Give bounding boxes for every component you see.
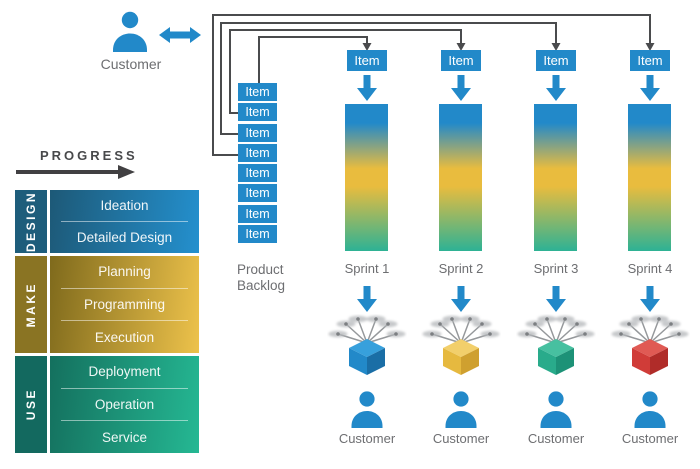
phase-make-rows: Planning Programming Execution xyxy=(50,256,199,353)
sprint-item-box: Item xyxy=(630,50,670,71)
connector-item1-sprint1 xyxy=(258,36,368,83)
delivery-drone-icon xyxy=(422,315,500,375)
down-arrow-icon xyxy=(640,286,660,312)
sprint-column-4: Item Sprint 4 xyxy=(610,0,690,469)
customer-icon xyxy=(113,11,147,52)
row-separator xyxy=(61,221,188,222)
sprint-customer-label: Customer xyxy=(527,431,585,446)
sprint-item-box: Item xyxy=(441,50,481,71)
cube-right-face xyxy=(461,348,479,375)
phase-use-label-text: USE xyxy=(24,388,38,421)
customer-icon xyxy=(445,391,477,428)
row-separator xyxy=(61,287,188,289)
cube-right-face xyxy=(650,348,668,375)
phase-row: Detailed Design xyxy=(76,230,173,245)
phase-row: Programming xyxy=(83,297,166,312)
sprint-name: Sprint 1 xyxy=(344,261,390,276)
sprint-gradient-bar xyxy=(534,104,577,251)
product-backlog-label: Product Backlog xyxy=(237,262,317,294)
cube-left-face xyxy=(349,348,367,375)
down-arrow-icon xyxy=(546,286,566,312)
cube-left-face xyxy=(632,348,650,375)
phase-row: Execution xyxy=(94,329,155,345)
phase-design: DESIGN Ideation Detailed Design xyxy=(15,190,199,253)
sprint-name: Sprint 2 xyxy=(438,261,484,276)
backlog-item: Item xyxy=(238,225,277,244)
sprint-name: Sprint 4 xyxy=(627,261,673,276)
sprint-gradient-bar xyxy=(345,104,388,251)
customer-icon xyxy=(540,391,572,428)
sprint-gradient-bar xyxy=(628,104,671,251)
backlog-item: Item xyxy=(238,204,277,223)
backlog-item: Item xyxy=(238,103,277,122)
backlog-item: Item xyxy=(238,83,277,101)
progress-label: PROGRESS xyxy=(40,148,138,163)
backlog-item: Item xyxy=(238,164,277,183)
customer-icon xyxy=(634,391,666,428)
phase-make: MAKE Planning Programming Execution xyxy=(15,256,199,353)
down-arrow-icon xyxy=(640,75,660,101)
arrowhead-sprint3 xyxy=(551,43,561,51)
bidirectional-arrow-icon xyxy=(159,27,201,43)
backlog-item: Item xyxy=(238,184,277,203)
product-backlog: Item Item Item Item Item Item Item Item xyxy=(238,83,278,245)
arrowhead-sprint2 xyxy=(456,43,466,51)
product-backlog-label-line1: Product xyxy=(237,262,284,277)
phase-row: Operation xyxy=(94,397,155,412)
delivery-drone-icon xyxy=(517,315,595,375)
sprint-name: Sprint 3 xyxy=(533,261,579,276)
sprint-customer-label: Customer xyxy=(621,431,679,446)
cube-left-face xyxy=(538,348,556,375)
progress-arrow-icon xyxy=(16,165,135,179)
sprint-item-box: Item xyxy=(347,50,387,71)
phase-design-label-text: DESIGN xyxy=(24,190,38,252)
delivery-drone-icon xyxy=(611,315,689,375)
cube-right-face xyxy=(367,348,385,375)
phase-use-rows: Deployment Operation Service xyxy=(50,356,199,453)
phase-design-rows: Ideation Detailed Design xyxy=(50,190,199,253)
sprint-column-1: Item Sprint 1 xyxy=(327,0,407,469)
down-arrow-icon xyxy=(546,75,566,101)
phase-row: Planning xyxy=(98,264,151,280)
sprint-customer-label: Customer xyxy=(432,431,490,446)
down-arrow-icon xyxy=(357,75,377,101)
phase-use-label: USE xyxy=(15,356,47,453)
sprint-customer-label: Customer xyxy=(338,431,396,446)
row-separator xyxy=(61,320,188,322)
down-arrow-icon xyxy=(357,286,377,312)
sprint-gradient-bar xyxy=(439,104,482,251)
sprint-item-box: Item xyxy=(536,50,576,71)
top-customer-label: Customer xyxy=(100,56,162,72)
down-arrow-icon xyxy=(451,75,471,101)
cube-left-face xyxy=(443,348,461,375)
backlog-item: Item xyxy=(238,143,277,162)
sprint-column-2: Item Sprint 2 xyxy=(421,0,501,469)
row-separator xyxy=(61,420,188,422)
down-arrow-icon xyxy=(451,286,471,312)
phase-use: USE Deployment Operation Service xyxy=(15,356,199,453)
delivery-drone-icon xyxy=(328,315,406,375)
product-backlog-label-line2: Backlog xyxy=(237,278,286,293)
cube-right-face xyxy=(556,348,574,375)
phase-design-label: DESIGN xyxy=(15,190,47,253)
sprint-column-3: Item Sprint 3 xyxy=(516,0,596,469)
arrowhead-sprint1 xyxy=(362,43,372,51)
phase-row: Deployment xyxy=(88,364,161,380)
connector-item4-sprint4 xyxy=(212,14,651,156)
phase-make-label: MAKE xyxy=(15,256,47,353)
phase-table: DESIGN Ideation Detailed Design MAKE Pla… xyxy=(15,190,199,456)
connector-item2-sprint2 xyxy=(229,29,462,114)
backlog-item: Item xyxy=(238,123,277,142)
connector-item3-sprint3 xyxy=(220,22,557,135)
phase-row: Service xyxy=(101,429,147,445)
phase-row: Ideation xyxy=(100,198,149,213)
customer-icon xyxy=(351,391,383,428)
row-separator xyxy=(61,387,188,389)
arrowhead-sprint4 xyxy=(645,43,655,51)
phase-make-label-text: MAKE xyxy=(24,281,38,328)
